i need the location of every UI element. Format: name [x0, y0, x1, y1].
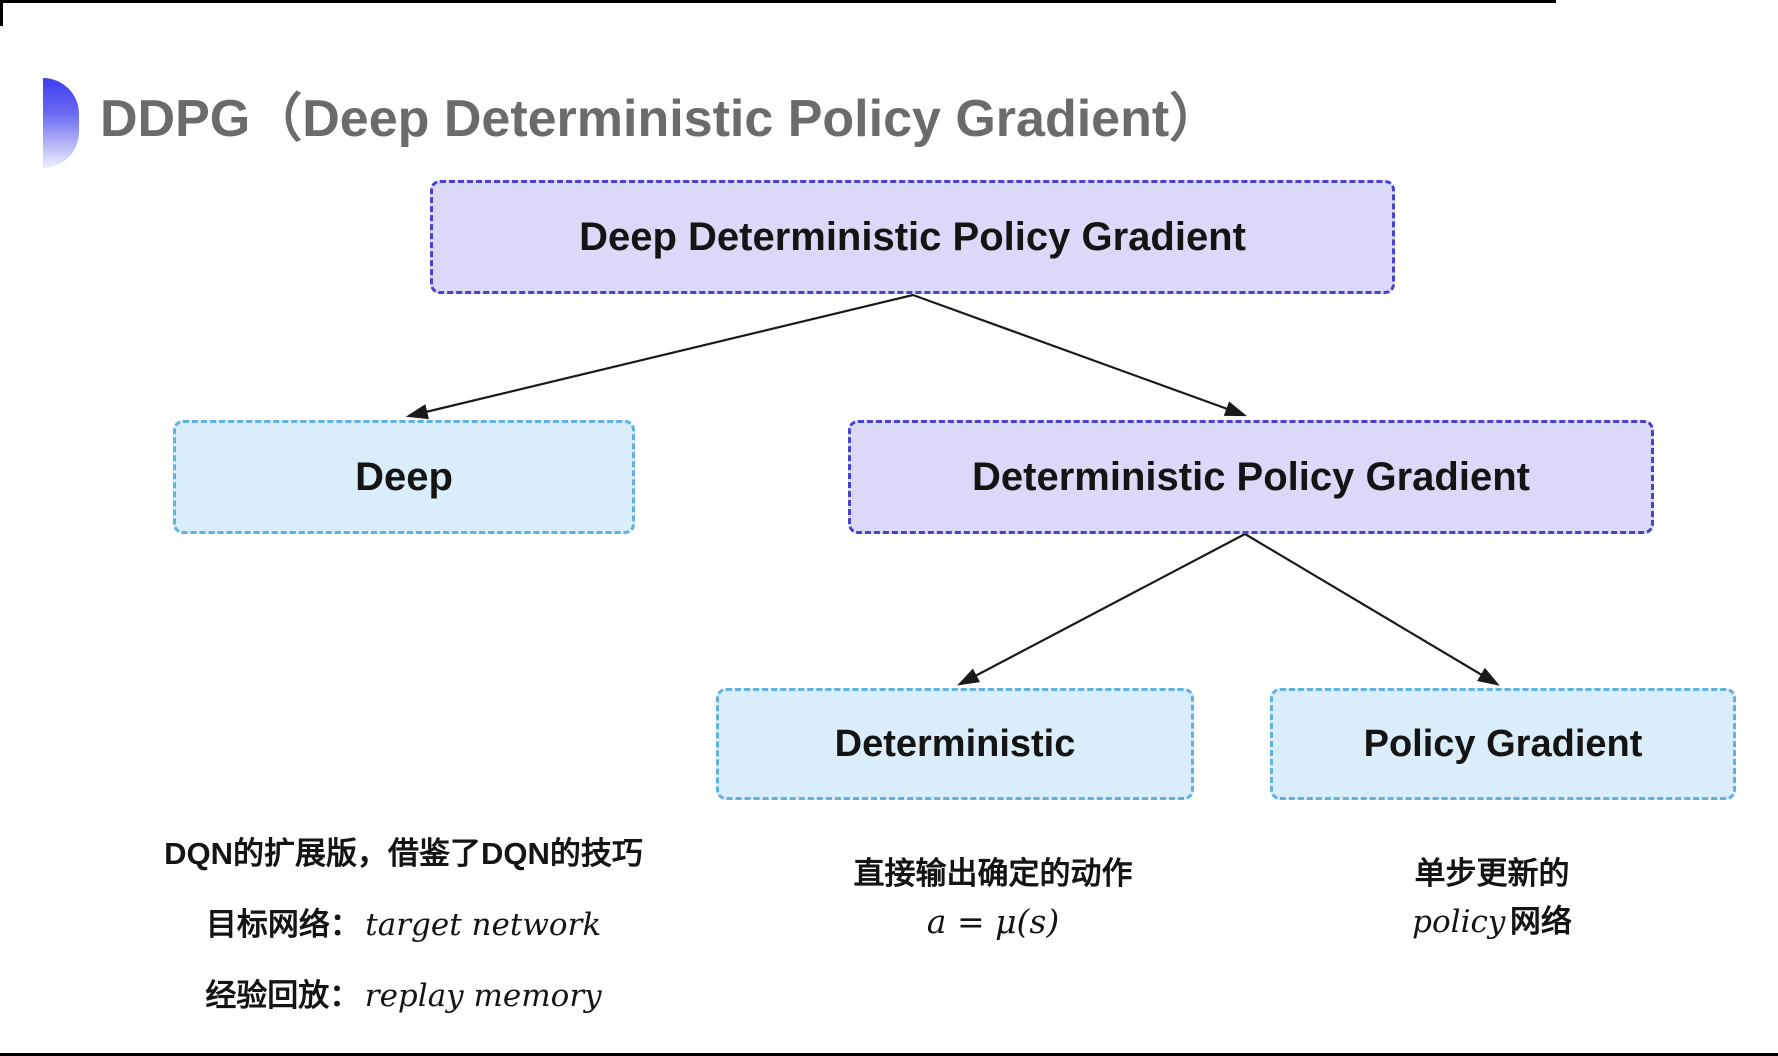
note-term: replay memory: [364, 978, 602, 1014]
note-text: 网络: [1509, 904, 1572, 939]
node-label: Deep Deterministic Policy Gradient: [579, 214, 1246, 259]
note-line: DQN的扩展版，借鉴了DQN的技巧: [116, 836, 691, 878]
node-deep: Deep: [173, 420, 635, 534]
node-label: Deterministic Policy Gradient: [972, 454, 1530, 499]
node-policy-gradient: Policy Gradient: [1270, 688, 1736, 800]
slide-title: DDPG（Deep Deterministic Policy Gradient）: [100, 90, 1222, 148]
note-term: policy: [1412, 904, 1506, 940]
screen-edge-line-top: [0, 0, 1556, 3]
node-deep-deterministic-policy-gradient: Deep Deterministic Policy Gradient: [430, 180, 1395, 294]
node-deterministic: Deterministic: [716, 688, 1194, 800]
node-deterministic-policy-gradient: Deterministic Policy Gradient: [848, 420, 1654, 534]
note-text: 目标网络：: [205, 907, 361, 942]
note-formula: a = μ(s): [926, 902, 1060, 941]
edge-dpg-to-policy-gradient: [1244, 533, 1500, 686]
note-text: 单步更新的: [1414, 856, 1570, 891]
note-term: target network: [365, 907, 602, 943]
note-line: 目标网络： target network: [116, 907, 691, 949]
edge-root-to-dpg: [912, 293, 1248, 417]
note-line: policy 网络: [1307, 904, 1677, 946]
note-line: 单步更新的: [1307, 856, 1677, 898]
note-text: 经验回放：: [205, 978, 361, 1013]
edge-dpg-to-deterministic: [957, 533, 1246, 686]
node-label: Deterministic: [834, 722, 1076, 765]
screen-edge-line-bottom: [0, 1053, 1778, 1056]
note-line: 经验回放： replay memory: [116, 978, 691, 1020]
note-deep-annotation: DQN的扩展版，借鉴了DQN的技巧 目标网络： target network 经…: [116, 836, 691, 1049]
note-line: a = μ(s): [753, 904, 1233, 947]
note-policy-gradient-annotation: 单步更新的 policy 网络: [1307, 856, 1677, 952]
note-line: 直接输出确定的动作: [753, 856, 1233, 898]
node-label: Deep: [355, 454, 453, 499]
screen-edge-line-left: [0, 0, 3, 26]
note-text: 直接输出确定的动作: [853, 856, 1133, 891]
note-deterministic-annotation: 直接输出确定的动作 a = μ(s): [753, 856, 1233, 953]
node-label: Policy Gradient: [1363, 722, 1643, 765]
note-text: DQN的扩展版，借鉴了DQN的技巧: [164, 836, 643, 871]
edge-root-to-deep: [405, 293, 914, 420]
